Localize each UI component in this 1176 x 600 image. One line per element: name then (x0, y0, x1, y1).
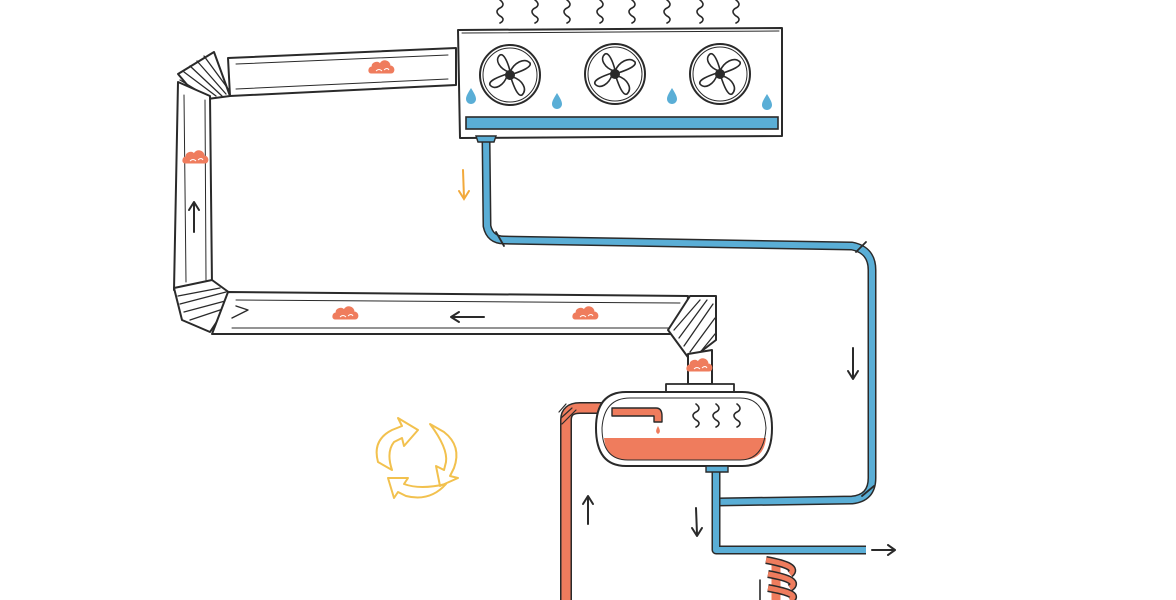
vapor-duct (173, 47, 735, 393)
flow-arrows (188, 169, 896, 556)
recycle-icon (375, 417, 459, 499)
heat-wave-icon (696, 0, 704, 24)
flow-arrow-icon (691, 507, 703, 537)
hot-water-pipe (558, 402, 640, 600)
flow-arrow-icon (582, 495, 594, 525)
boiler-tank (595, 391, 773, 473)
flow-arrow-icon (458, 169, 470, 201)
flow-arrow-icon (188, 201, 200, 233)
heat-wave-icon (496, 0, 504, 24)
cold-water-pipe (475, 135, 877, 555)
heat-exchanger-coil (759, 556, 798, 600)
fan-icon (689, 43, 751, 105)
fan-icon (479, 44, 541, 106)
water-drop-icon (656, 426, 660, 434)
heat-wave-icon (596, 0, 604, 24)
faucet-icon (611, 407, 663, 423)
condenser-unit (457, 27, 783, 139)
heat-wave-icon (531, 0, 539, 24)
heat-wave-icon (732, 0, 740, 24)
heat-wave-icon (563, 0, 571, 24)
flow-arrow-icon (871, 544, 896, 556)
flow-arrow-icon (450, 311, 485, 323)
heat-wave-icon (663, 0, 671, 24)
condenser-water-tray (465, 116, 779, 130)
heat-wave-icon (628, 0, 636, 24)
hot-water-level (604, 438, 766, 460)
heat-waves-top (496, 0, 740, 24)
fan-icon (584, 43, 646, 105)
flow-arrow-icon (847, 347, 859, 380)
